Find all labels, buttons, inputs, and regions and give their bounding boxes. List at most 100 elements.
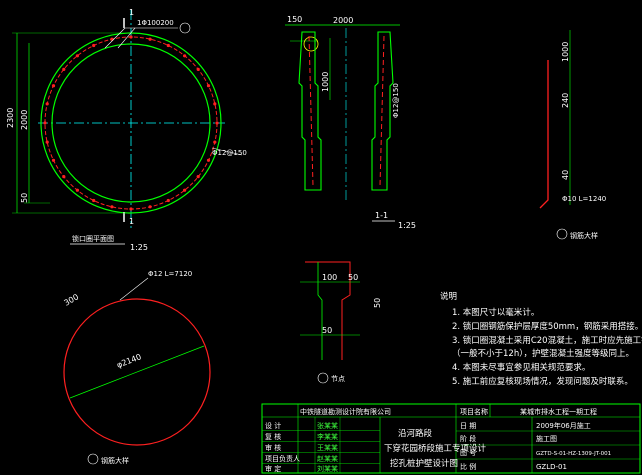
detail-mark-circle [303,36,319,52]
section-scale: 1:25 [398,221,416,230]
tb-sign-2: 李某某 [317,432,338,441]
rebar-dot [45,102,49,106]
note-5: 5. 施工前应复核现场情况，发现问题及时联系。 [452,376,633,387]
rebar-dot [166,198,170,203]
ring-diameter-line [69,345,205,399]
rebar-dot [75,54,79,58]
dim-top: 150 [287,15,302,24]
tb-row-1: 设 计 [265,421,281,430]
rebar-dot [43,121,47,125]
notes-heading: 说明 [440,291,457,302]
tb-meta-label-1: 日 期 [460,422,476,430]
rebar-dot [213,102,217,106]
joint-outline [305,261,351,360]
joint-dim-bottom: 50 [322,326,332,335]
tb-row-5: 审 定 [265,464,281,473]
joint-dim-right: 50 [348,273,358,282]
joint-detail: 100 50 50 50 节点 [300,261,382,384]
tb-sign-3: 王某某 [317,444,338,452]
rebar-dot [129,207,133,211]
note-1: 1. 本图尺寸以毫米计。 [452,307,539,318]
joint-dim-side: 50 [373,298,382,308]
leader-rebar-1 [104,27,126,49]
rebar-dot [148,205,152,209]
ring-leader [119,277,149,301]
rebar-dot [213,140,217,144]
note-3: 3. 锁口圈混凝土采用C20混凝土，施工时应先施工锁口圈 [452,335,642,346]
ring-detail: φ2140 Φ12 L=7120 300 钢筋大样 [63,270,211,465]
bar-dim-small: 40 [561,170,570,180]
tb-row-4: 项目负责人 [265,454,300,463]
joint-dim-top: 100 [322,273,337,282]
joint-detail-mark [317,372,329,384]
ring-diameter-label: φ2140 [115,352,142,370]
rebar-dot [148,37,152,41]
plan-view: 1 1 2300 2000 50 1Φ100200 Φ12@150 锁口圈平面图… [6,8,247,252]
rebar-dot [196,175,200,179]
bar-detail: 1000 240 40 Φ10 L=1240 钢筋大样 [539,30,606,240]
bar-shape [539,60,549,209]
tb-drawing-title-1: 沿河路段 [398,428,433,439]
rebar-dot [51,158,56,162]
title-block: 中铁隧道勘测设计院有限公司 项目名称 某城市排水工程一期工程 设 计 复 核 审… [261,403,641,474]
tb-meta-3: GZTD-S-01-HZ-1309-JT-001 [536,451,611,457]
section-title: 1-1 [375,211,388,220]
rebar-dot [129,35,133,39]
ring-detail-mark [87,453,99,465]
rebar-dot [92,198,96,203]
tb-project-label: 项目名称 [460,407,488,416]
note-4: 4. 本图未尽事宜参见相关规范要求。 [452,362,590,373]
rebar-dot [206,158,211,162]
dim-inner: 2000 [20,110,29,130]
ring-dim-lap: 300 [63,292,81,307]
tb-row-2: 复 核 [265,432,281,441]
rebar-dot [92,43,96,48]
callout-bubble [179,22,191,34]
left-wall-rebar [308,35,314,187]
tb-meta-label-3: 图 号 [460,449,476,457]
tb-frame [261,403,641,474]
rebar-dot [183,188,187,192]
tb-meta-2: 施工图 [536,434,557,443]
plan-scale: 1:25 [130,243,148,252]
tb-company: 中铁隧道勘测设计院有限公司 [300,407,391,416]
rebar-dot [206,84,211,88]
rebar-dot [215,121,219,125]
tb-row-3: 审 核 [265,443,281,452]
dim-height: 1000 [321,72,330,92]
right-wall [371,31,394,191]
rebar-dot [183,54,187,58]
dim-width: 2000 [333,16,353,25]
leader-ring [211,147,243,156]
rebar-dot [196,67,200,71]
section-rebar-label: Φ12@150 [392,83,400,118]
rebar-callout: 1Φ100200 [137,19,174,27]
tb-meta-label-4: 比 例 [460,462,476,471]
leader-rebar-2 [117,27,136,49]
ring-callout: Φ12@150 [212,149,247,157]
rebar-dot [62,67,66,71]
tb-drawing-title-2: 下穿花园桥段施工专项设计 [384,443,487,454]
joint-detail-title: 节点 [331,375,345,383]
tb-sign-1: 张某某 [317,421,338,430]
right-wall-rebar [379,35,385,187]
rebar-dot [62,175,66,179]
tb-sign-5: 刘某某 [317,464,338,473]
tb-meta-4: GZLD-01 [536,463,567,471]
rebar-dot [166,43,170,48]
tb-meta-label-2: 阶 段 [460,434,476,443]
ring-bar-circle [63,298,211,446]
rebar-dot [51,84,56,88]
ring-inner [51,43,211,203]
rebar-dots [43,35,219,211]
section-view: 2000 150 1000 Φ12@150 1-1 1:25 [285,15,416,230]
note-2: 2. 锁口圈钢筋保护层厚度50mm，钢筋采用搭接。 [452,321,642,332]
bar-label: Φ10 L=1240 [562,195,606,203]
tb-drawing-title-3: 挖孔桩护壁设计图 [390,458,458,469]
ring-detail-title: 钢筋大样 [101,456,129,465]
note-3b: （一般不小于12h），护壁混凝土强度等级同上。 [452,348,634,359]
joint-inner [317,262,323,360]
rebar-dot [75,188,79,192]
bar-dim-hook: 240 [561,93,570,108]
